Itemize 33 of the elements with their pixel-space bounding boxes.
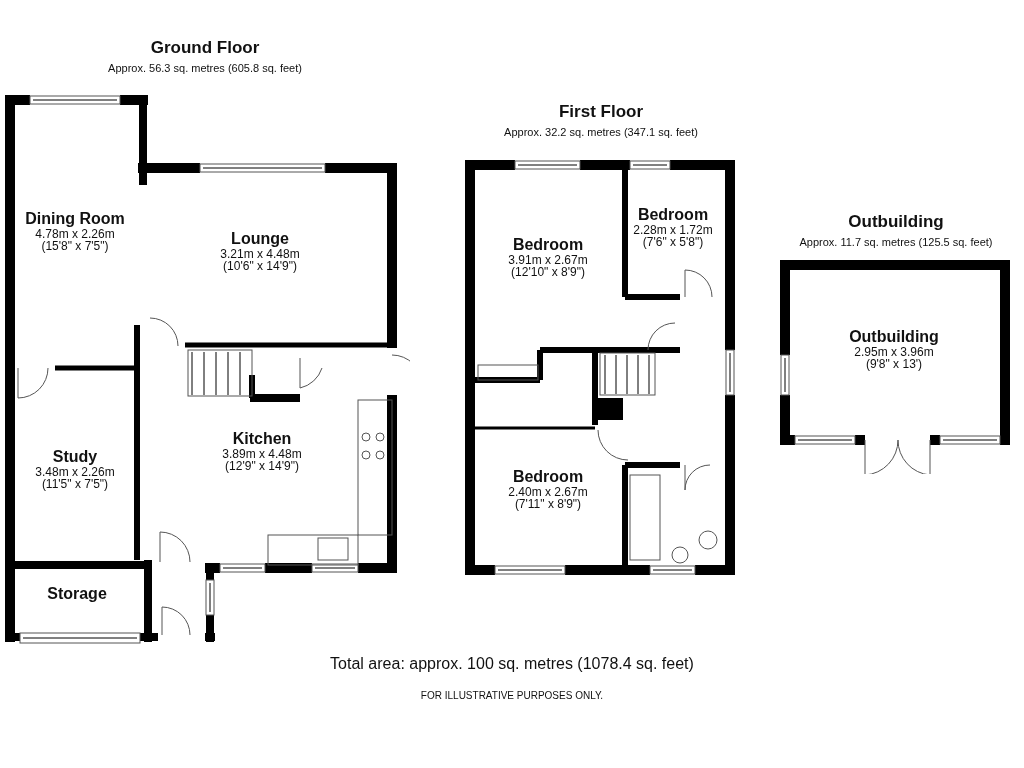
room-dimensions: (7'6" x 5'8") xyxy=(642,236,704,249)
room-name: Outbuilding xyxy=(849,329,939,346)
room-name: Bedroom xyxy=(512,237,584,254)
room-dimensions: (9'8" x 13') xyxy=(865,358,923,371)
floor-heading: Ground Floor xyxy=(150,38,260,58)
room-dimensions: 2.28m x 1.72m xyxy=(633,223,713,237)
room-dimensions: 3.89m x 4.48m xyxy=(222,447,302,461)
room-name: Dining Room xyxy=(25,211,125,228)
disclaimer-text: FOR ILLUSTRATIVE PURPOSES ONLY. xyxy=(420,690,604,701)
room-name: Storage xyxy=(47,585,107,603)
total-area-text: Total area: approx. 100 sq. metres (1078.4 sq. feet) xyxy=(330,655,694,673)
room-dimensions: 3.91m x 2.67m xyxy=(508,253,588,267)
area-text: Approx. 56.3 sq. metres (605.8 sq. feet) xyxy=(108,62,302,74)
area-text: Approx. 32.2 sq. metres (347.1 sq. feet) xyxy=(504,126,698,138)
floor-heading: First Floor xyxy=(558,102,644,122)
room-dimensions: (15'8" x 7'5") xyxy=(41,240,109,253)
room-dimensions: (12'10" x 8'9") xyxy=(511,266,585,279)
room-dimensions: (10'6" x 14'9") xyxy=(223,260,297,273)
area-text: Approx. 11.7 sq. metres (125.5 sq. feet) xyxy=(799,236,993,248)
room-dimensions: 3.48m x 2.26m xyxy=(35,465,115,479)
floor-heading: Outbuilding xyxy=(848,212,944,232)
room-name: Study xyxy=(52,449,98,466)
room-name: Lounge xyxy=(231,231,289,248)
room-name: Kitchen xyxy=(232,431,292,448)
room-dimensions: 4.78m x 2.26m xyxy=(35,227,115,241)
room-dimensions: (7'11" x 8'9") xyxy=(514,498,582,511)
room-name: Bedroom xyxy=(637,207,709,224)
room-dimensions: 3.21m x 4.48m xyxy=(220,247,300,261)
room-dimensions: 2.40m x 2.67m xyxy=(508,485,588,499)
room-name: Bedroom xyxy=(512,469,584,486)
room-dimensions: (12'9" x 14'9") xyxy=(225,460,299,473)
room-dimensions: (11'5" x 7'5") xyxy=(41,478,109,491)
room-dimensions: 2.95m x 3.96m xyxy=(854,345,934,359)
